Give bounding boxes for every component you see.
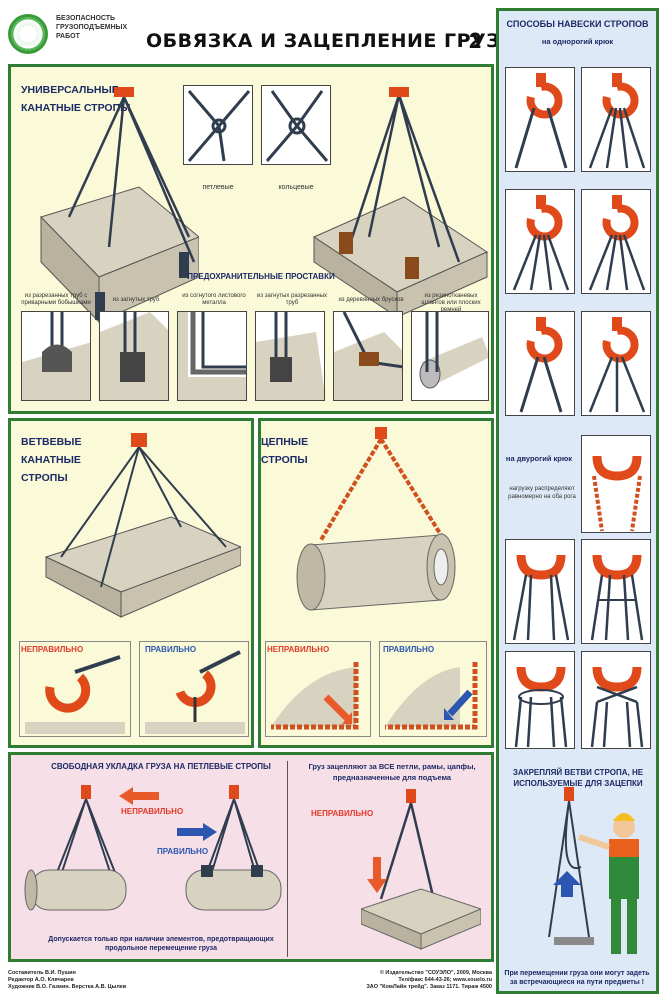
sidebar-panel: СПОСОБЫ НАВЕСКИ СТРОПОВ на однорогий крю… (496, 8, 659, 994)
universal-sling-slab-left (40, 87, 199, 324)
credits-compiler: Составитель В.И. Пушин (8, 970, 76, 976)
safety-cycle-logo (8, 14, 48, 54)
double-hook-box-3 (505, 651, 575, 749)
free-lay-heading: СВОБОДНАЯ УКЛАДКА ГРУЗА НА ПЕТЛЕВЫЕ СТРО… (51, 762, 271, 771)
single-hook-box-3 (505, 189, 575, 294)
spacer-box-6 (411, 311, 489, 401)
right-arrow-icon (177, 823, 217, 841)
footer-publisher: © Издательство "СОУЭЛО", 2009, Москва Те… (330, 970, 492, 991)
branch-heading: ВЕТВЕВЫЕ КАНАТНЫЕ СТРОПЫ (21, 436, 82, 484)
down-arrow-icon (367, 857, 387, 893)
publisher-line-2: Тел/факс 644-43-26; www.souelo.ru (398, 977, 492, 983)
all-loops-heading: Груз зацепляют за ВСЕ петли, рамы, цапфы… (308, 762, 476, 782)
credits-editor: Редактор А.О. Клячарев (8, 977, 74, 983)
page-title: ОБВЯЗКА И ЗАЦЕПЛЕНИЕ ГРУЗА (146, 30, 516, 52)
spacer-caption-2: из загнутых труб (112, 297, 160, 303)
single-hook-box-1 (505, 67, 575, 172)
double-hook-title: на двурогий крюк (505, 454, 573, 463)
chain-right-label: ПРАВИЛЬНО (383, 645, 435, 654)
universal-heading: УНИВЕРСАЛЬНЫЕ КАНАТНЫЕ СТРОПЫ (21, 84, 131, 114)
loop-label: петлевые (202, 184, 234, 191)
frame-load-sling (361, 789, 481, 950)
spacer-box-2 (99, 311, 169, 401)
sidebar-heading: СПОСОБЫ НАВЕСКИ СТРОПОВ (506, 19, 649, 29)
pipe-loop-slings-wrong (24, 785, 127, 911)
branch-right-box (139, 641, 249, 737)
secure-heading: ЗАКРЕПЛЯЙ ВЕТВИ СТРОПА, НЕ ИСПОЛЬЗУЕМЫЕ … (512, 768, 644, 788)
single-hook-box-2 (581, 67, 651, 172)
pipe-loop-slings-right (185, 785, 282, 911)
panel-divider (287, 761, 288, 957)
free-lay-wrong-label: НЕПРАВИЛЬНО (121, 807, 184, 816)
footer-credits: Составитель В.И. Пушин Редактор А.О. Кля… (8, 970, 208, 991)
publisher-line-1: © Издательство "СОУЭЛО", 2009, Москва (379, 970, 492, 976)
universal-slings-panel: УНИВЕРСАЛЬНЫЕ КАНАТНЫЕ СТРОПЫ петлевые к… (8, 64, 494, 414)
chain-heading: ЦЕПНЫЕ СТРОПЫ (261, 436, 309, 466)
publisher-line-3: ЗАО "КомЛайн трейд". Заказ 1171. Тираж 4… (366, 984, 492, 990)
spacer-box-3 (177, 311, 247, 401)
spacer-caption-5: из деревянных брусков (338, 297, 404, 303)
branch-wrong-box (19, 641, 131, 737)
single-hook-box-6 (581, 311, 651, 416)
chain-slings-panel: ЦЕПНЫЕ СТРОПЫ НЕПРАВИЛЬНО ПРАВИЛЬНО (258, 418, 494, 748)
header-subtitle: БЕЗОПАСНОСТЬ ГРУЗОПОДЪЕМНЫХ РАБОТ (56, 15, 128, 40)
worker-securing-slings (548, 787, 639, 954)
chain-wrong-box (265, 641, 371, 737)
double-hook-box-1 (505, 539, 575, 644)
spacer-caption-6: из резинотканевых шлангов или плоских ре… (421, 293, 481, 313)
sheet-number: 2 (469, 28, 482, 53)
branch-slings-panel: ВЕТВЕВЫЕ КАНАТНЫЕ СТРОПЫ НЕПРАВИЛЬНО ПРА… (8, 418, 254, 748)
single-hook-box-4 (581, 189, 651, 294)
spacer-box-4 (255, 311, 325, 401)
ring-label: кольцевые (278, 184, 314, 191)
spacer-caption-1: из разрезанных труб с приварными бобышка… (21, 293, 91, 306)
spacer-caption-4: из загнутых разрезанных труб (257, 293, 328, 306)
chain-right-box (379, 641, 487, 737)
ring-sling-inset (261, 85, 331, 165)
free-laying-panel: СВОБОДНАЯ УКЛАДКА ГРУЗА НА ПЕТЛЕВЫЕ СТРО… (8, 752, 494, 962)
double-hook-box-4 (581, 651, 651, 749)
free-lay-right-label: ПРАВИЛЬНО (157, 847, 209, 856)
spacer-box-5 (333, 311, 403, 401)
left-arrow-icon (119, 787, 159, 805)
free-lay-note: Допускается только при наличии элементов… (48, 936, 274, 952)
single-hook-label: на однорогий крюк (541, 37, 614, 46)
loop-sling-inset (183, 85, 253, 165)
spacer-box-1 (21, 311, 91, 401)
spacers-heading: ПРЕДОХРАНИТЕЛЬНЫЕ ПРОСТАВКИ (187, 272, 335, 281)
branch-right-label: ПРАВИЛЬНО (145, 645, 197, 654)
single-hook-box-5 (505, 311, 575, 416)
chain-sling-pipe (296, 427, 456, 611)
credits-artist: Художник В.О. Газмин. Верстка А.В. Цылев (8, 984, 127, 990)
chain-wrong-label: НЕПРАВИЛЬНО (267, 645, 330, 654)
all-loops-wrong-label: НЕПРАВИЛЬНО (311, 809, 374, 818)
branch-wrong-label: НЕПРАВИЛЬНО (21, 645, 84, 654)
double-hook-box-main (581, 435, 651, 533)
universal-sling-slab-right (312, 87, 489, 317)
branch-sling-slab (44, 433, 241, 618)
spacer-caption-3: из согнутого листового металла (182, 293, 246, 306)
double-hook-note: нагрузку распределяют равномерно на оба … (508, 486, 576, 500)
secure-note: При перемещении груза они могут задеть з… (504, 970, 650, 986)
double-hook-box-2 (581, 539, 651, 644)
